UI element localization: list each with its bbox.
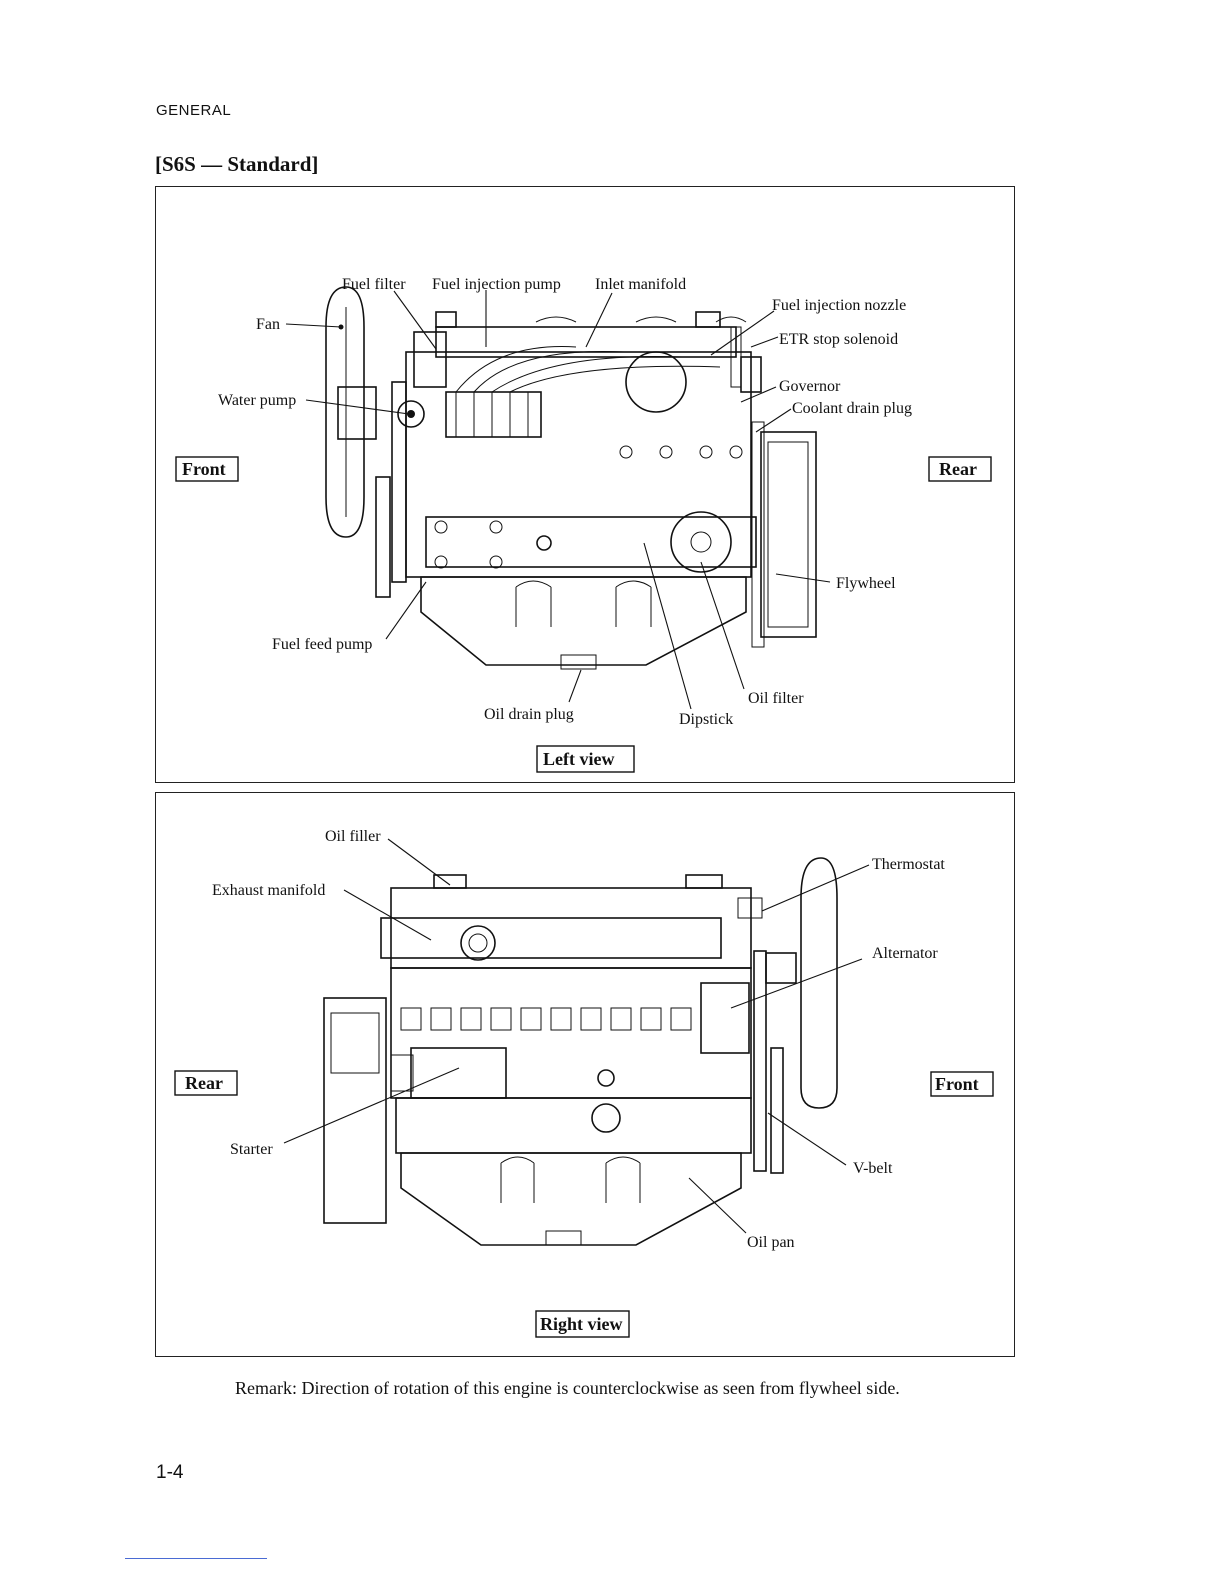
left-view-leader-lines <box>285 290 831 710</box>
page-number: 1-4 <box>156 1462 184 1483</box>
right-view-caption-box: Right view <box>535 1310 630 1338</box>
label-alternator: Alternator <box>872 945 938 962</box>
label-dipstick: Dipstick <box>679 711 733 728</box>
right-side-box-front: Front <box>930 1071 994 1097</box>
left-view-labels: Fuel filter Fuel injection pump Inlet ma… <box>218 276 912 728</box>
left-view-caption-box: Left view <box>536 745 635 773</box>
left-side-box-rear: Rear <box>928 456 992 482</box>
right-view-front-label: Front <box>935 1074 979 1094</box>
section-header: GENERAL <box>156 102 232 119</box>
label-governor: Governor <box>779 378 841 395</box>
right-view-leader-lines <box>283 838 870 1234</box>
remark-text: Remark: Direction of rotation of this en… <box>235 1378 900 1398</box>
right-engine-illustration <box>323 857 838 1246</box>
label-exhaust-manifold: Exhaust manifold <box>212 882 325 899</box>
label-water-pump: Water pump <box>218 392 296 409</box>
left-view-rear-label: Rear <box>939 459 977 479</box>
label-fuel-injection-nozzle: Fuel injection nozzle <box>772 297 906 314</box>
right-view-caption: Right view <box>540 1314 623 1334</box>
left-view-front-label: Front <box>182 459 226 479</box>
label-inlet-manifold: Inlet manifold <box>595 276 686 293</box>
label-fuel-filter: Fuel filter <box>342 276 406 293</box>
label-starter: Starter <box>230 1141 273 1158</box>
page-title: [S6S — Standard] <box>155 152 319 176</box>
label-v-belt: V-belt <box>853 1160 893 1177</box>
label-oil-filler: Oil filler <box>325 828 381 845</box>
label-flywheel: Flywheel <box>836 575 896 592</box>
label-fuel-injection-pump: Fuel injection pump <box>432 276 561 293</box>
label-oil-pan: Oil pan <box>747 1234 795 1251</box>
right-side-box-rear: Rear <box>174 1070 238 1096</box>
right-view-panel: Oil filler Exhaust manifold Thermostat A… <box>155 792 1015 1357</box>
right-view-diagram: Oil filler Exhaust manifold Thermostat A… <box>174 828 994 1338</box>
right-view-rear-label: Rear <box>185 1073 223 1093</box>
label-oil-drain-plug: Oil drain plug <box>484 706 574 723</box>
label-etr-stop-solenoid: ETR stop solenoid <box>779 331 898 348</box>
right-view-labels: Oil filler Exhaust manifold Thermostat A… <box>212 828 945 1251</box>
left-view-diagram: Fuel filter Fuel injection pump Inlet ma… <box>175 276 992 773</box>
label-fan: Fan <box>256 316 280 333</box>
label-fuel-feed-pump: Fuel feed pump <box>272 636 372 653</box>
left-engine-illustration <box>325 286 817 670</box>
label-thermostat: Thermostat <box>872 856 945 873</box>
left-view-caption: Left view <box>543 749 614 769</box>
footer-rule <box>125 1558 267 1559</box>
left-side-box-front: Front <box>175 456 239 482</box>
left-view-panel: Fuel filter Fuel injection pump Inlet ma… <box>155 186 1015 783</box>
label-coolant-drain-plug: Coolant drain plug <box>792 400 912 417</box>
label-oil-filter: Oil filter <box>748 690 804 707</box>
